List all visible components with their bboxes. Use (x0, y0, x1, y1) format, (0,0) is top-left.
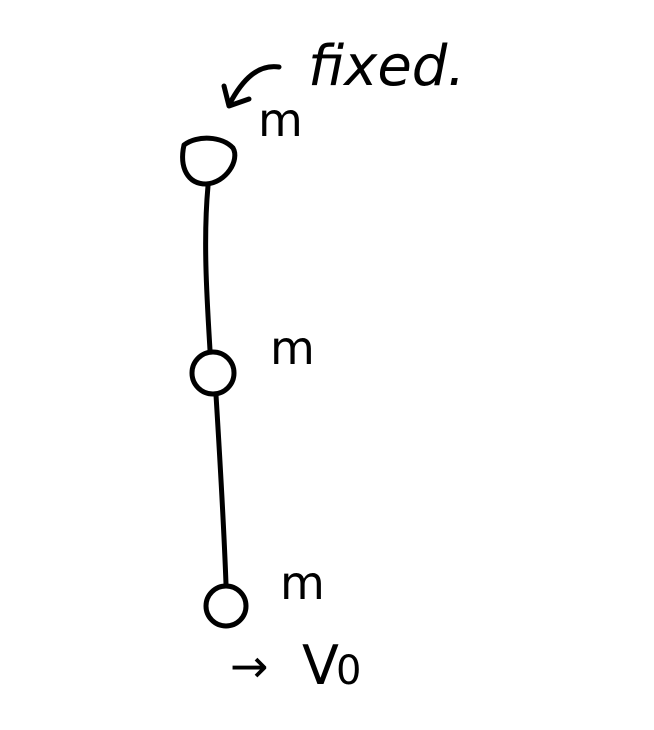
fixed-pointer-arrowhead (221, 83, 252, 109)
mass-bottom-label: m (280, 556, 325, 610)
mass-top-label: m (258, 93, 303, 147)
mass-middle-label: m (270, 321, 315, 375)
mass-top-circle (180, 135, 238, 187)
mass-bottom-circle (203, 583, 249, 629)
rod-lower (213, 392, 229, 587)
velocity-subscript: 0 (336, 648, 361, 694)
velocity-label: V (302, 634, 339, 697)
velocity-arrow: → (230, 639, 269, 693)
fixed-pointer-arrow (226, 64, 282, 108)
rod-upper (203, 183, 213, 353)
fixed-label: fixed. (308, 34, 465, 99)
mass-middle-circle (189, 349, 237, 397)
